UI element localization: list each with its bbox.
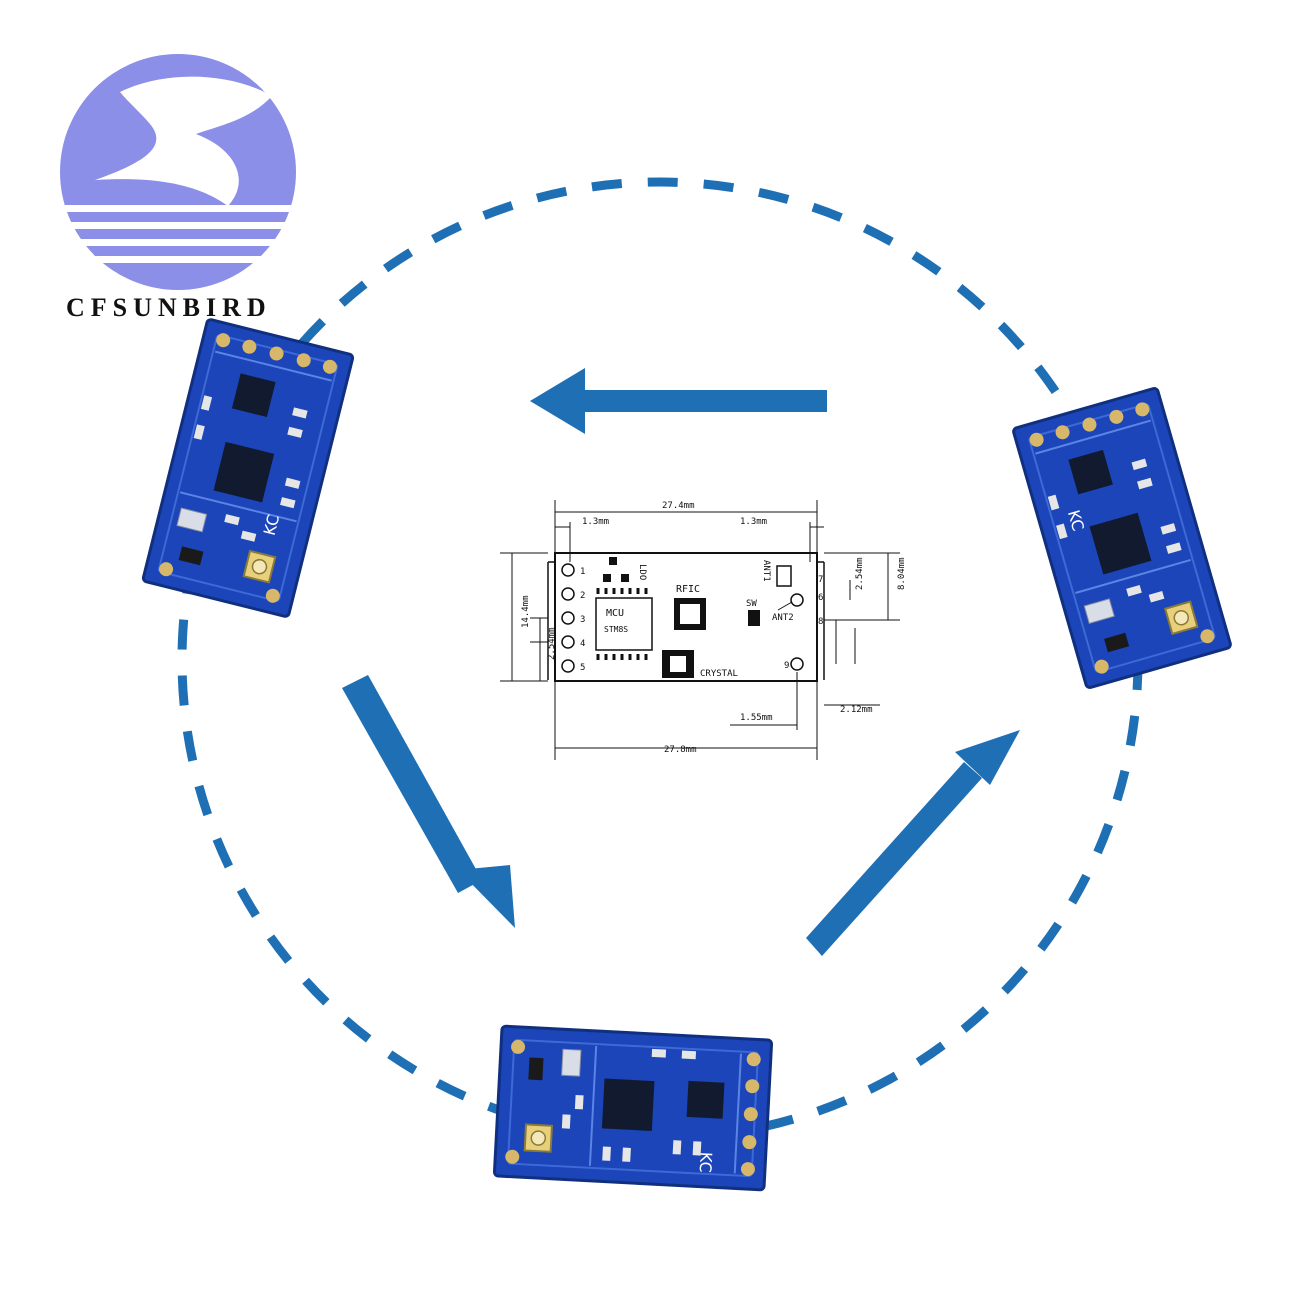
pin-label-3: 3 — [580, 615, 585, 625]
sw-label: SW — [746, 599, 757, 609]
arrow-up-right — [806, 730, 1020, 956]
crystal-label: CRYSTAL — [700, 669, 738, 679]
board-mark-kc-right: KC — [1064, 508, 1088, 533]
pin-label-6: 6 — [818, 593, 823, 603]
dim-left-pitch-top: 1.3mm — [582, 517, 609, 527]
pin-label-8: 8 — [818, 617, 823, 627]
dim-overall-top: 27.4mm — [662, 501, 695, 511]
dim-overall-bottom: 27.8mm — [664, 745, 697, 755]
dim-bottom-offset: 1.55mm — [740, 713, 773, 723]
arrow-left-top — [530, 368, 827, 434]
ant2-label: ANT2 — [772, 613, 794, 623]
rfic-label: RFIC — [676, 584, 700, 595]
pin-label-2: 2 — [580, 591, 585, 601]
sunbird-logo — [56, 54, 300, 290]
mcu-part-label: STM8S — [604, 625, 628, 634]
dim-right-height: 8.04mm — [897, 557, 907, 590]
arrow-down-left — [342, 675, 515, 928]
dim-left-pitch: 2.54mm — [547, 627, 557, 660]
board-mark-kc-bottom: KC — [696, 1151, 716, 1173]
ant1-label: ANT1 — [761, 560, 771, 582]
rf-module-board-left: KC — [141, 317, 355, 619]
pin-label-9: 9 — [784, 661, 789, 671]
brand-wordmark: CFSUNBIRD — [66, 293, 272, 322]
pin-label-4: 4 — [580, 639, 585, 649]
dim-right-pitch-top: 1.3mm — [740, 517, 767, 527]
dim-right-pitch: 2.54mm — [855, 557, 865, 590]
pin-label-1: 1 — [580, 567, 585, 577]
ldo-label: LDO — [637, 564, 647, 580]
rf-module-board-bottom: KC — [492, 1024, 774, 1192]
pin-label-5: 5 — [580, 663, 585, 673]
board-mark-kc: KC — [260, 513, 283, 538]
rf-module-board-right: KC — [1011, 386, 1233, 690]
mcu-label: MCU — [606, 608, 624, 619]
dim-bottom-right: 2.12mm — [840, 705, 873, 715]
dimension-drawing: 1 2 3 4 5 7 6 8 9 MCU STM8S LDO RFIC CRY… — [500, 500, 907, 760]
pin-label-7: 7 — [818, 575, 823, 585]
dim-height: 14.4mm — [521, 595, 531, 628]
